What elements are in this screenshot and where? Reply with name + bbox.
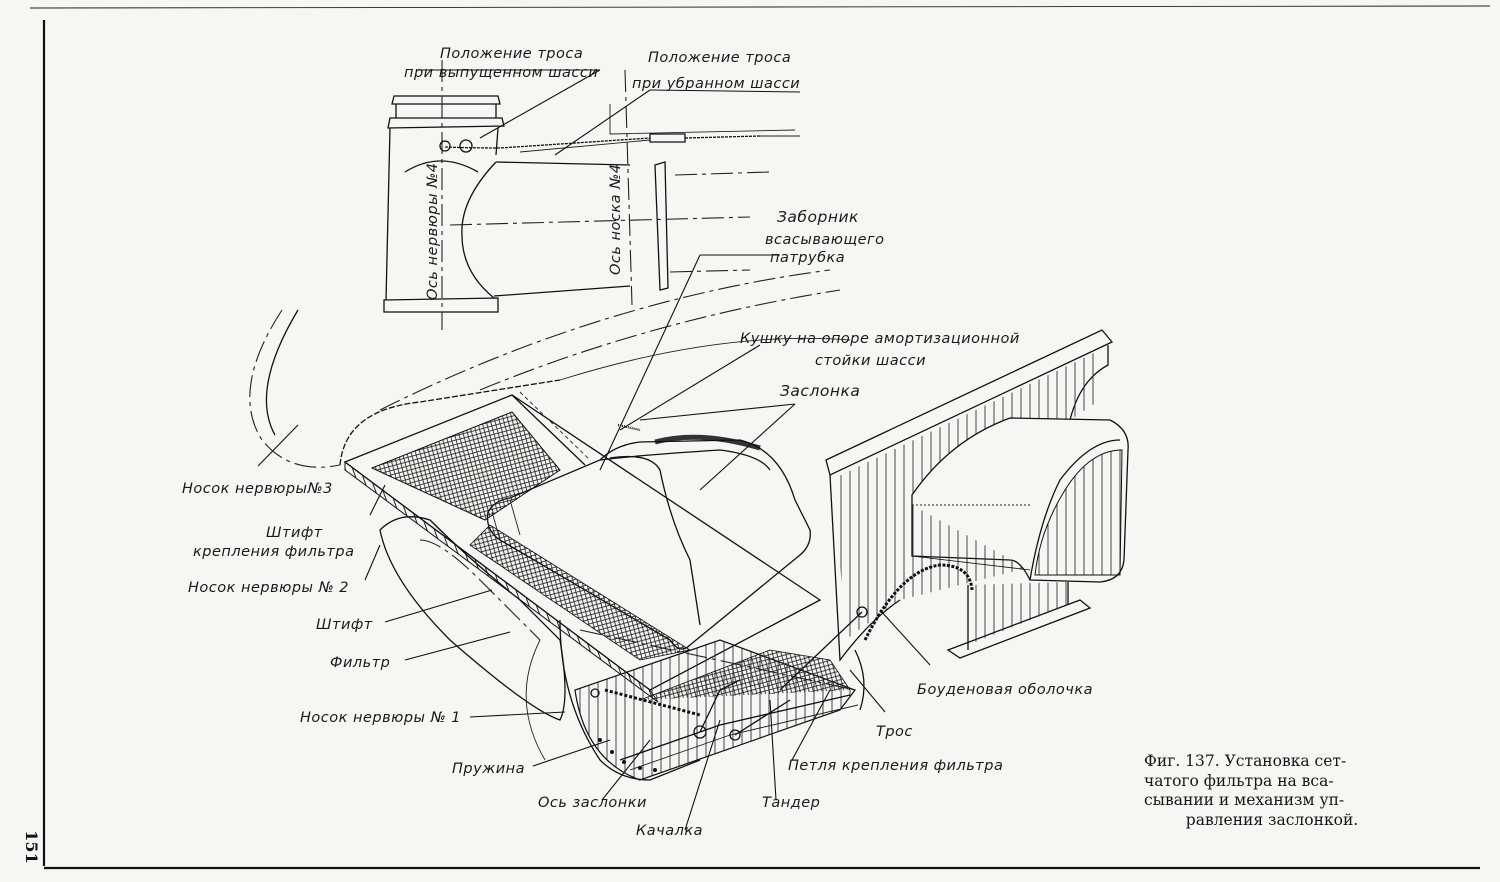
spar-and-scoop: [779, 329, 1129, 711]
label-cable-gear-down-1: Положение троса: [440, 46, 583, 62]
label-rib4-axis: Ось нервюры №4: [425, 163, 441, 300]
label-intake-1: Заборник: [777, 208, 859, 226]
leader-lines: [257, 344, 931, 831]
label-pin: Штифт: [316, 617, 373, 633]
intake-inset: [383, 60, 801, 471]
label-tandem: Тандер: [762, 795, 820, 811]
drawing-labels: Положение троса при выпущенном шасси Пол…: [182, 46, 1093, 839]
label-filter-loop: Петля крепления фильтра: [788, 758, 1003, 774]
wing-contour-lines: [249, 269, 851, 468]
label-flap-axis: Ось заслонки: [538, 795, 647, 811]
label-filter-pin-mount-1: Штифт: [266, 525, 323, 541]
label-filter-pin-mount-2: крепления фильтра: [193, 544, 354, 560]
label-intake-3: патрубка: [770, 250, 845, 266]
label-rib2-nose: Носок нервюры № 2: [188, 580, 349, 596]
label-intake-2: всасывающего: [765, 232, 885, 248]
label-lug-2: стойки шасси: [815, 353, 926, 369]
label-rib3-nose: Носок нервюры№3: [182, 481, 333, 497]
caption-line-1: Фиг. 137. Установка сет-: [1144, 752, 1347, 770]
label-nose4-axis: Ось носка №4: [608, 164, 624, 275]
label-cable-gear-up-2: при убранном шасси: [632, 76, 800, 92]
label-cable-gear-up-1: Положение троса: [648, 50, 791, 66]
caption-line-4: равления заслонкой.: [1185, 810, 1359, 829]
figure-caption: Фиг. 137. Установка сет- чатого фильтра …: [1144, 752, 1400, 830]
label-rocker: Качалка: [636, 823, 703, 839]
label-lug-1: Кушку на опоре амортизационной: [740, 331, 1020, 347]
filter-assembly: [343, 391, 859, 781]
caption-line-2: чатого фильтра на вса-: [1144, 771, 1334, 790]
label-spring: Пружина: [452, 761, 525, 777]
label-flap: Заслонка: [780, 382, 860, 400]
label-cable: Трос: [876, 724, 913, 740]
page-number: 151: [22, 830, 41, 864]
label-rib1-nose: Носок нервюры № 1: [300, 710, 461, 726]
label-filter: Фильтр: [330, 655, 390, 671]
label-bowden: Боуденовая оболочка: [917, 682, 1093, 698]
caption-line-3: сывании и механизм уп-: [1144, 791, 1345, 809]
page-frame: [29, 5, 1491, 870]
label-cable-gear-down-2: при выпущенном шасси: [404, 65, 598, 81]
